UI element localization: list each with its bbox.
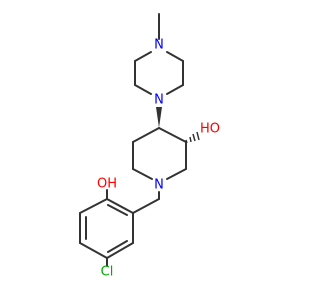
- bond-bz-1: [106, 198, 134, 214]
- atom-hydroxyl-ring: HO: [200, 122, 220, 137]
- bond-pip-3: [166, 168, 187, 180]
- bond-bz-2: [79, 198, 108, 214]
- bond-pz-3: [134, 84, 152, 95]
- atom-chlorine: Cl: [101, 265, 114, 280]
- atom-n-piperidine: N: [154, 178, 164, 193]
- benzene-ring: [79, 198, 134, 259]
- bond-pip-1: [158, 127, 187, 143]
- bond-pz-4: [166, 84, 184, 95]
- bond-pip-4: [132, 168, 153, 180]
- wedge-bond-n-c4: [156, 107, 162, 128]
- bond-bz-inner-3: [107, 240, 128, 253]
- piperidine-ring: [132, 127, 187, 180]
- bond-pz-6: [166, 51, 184, 62]
- bond-bz-inner-1: [107, 204, 128, 216]
- atom-phenol-oh: OH: [97, 177, 117, 192]
- atom-n-piperazine-bottom: N: [154, 93, 164, 108]
- piperazine-ring: [134, 51, 184, 95]
- bond-pz-1: [134, 51, 152, 62]
- bond-ch2-ar: [132, 198, 160, 214]
- bond-bz-5: [106, 242, 134, 259]
- molecule-structure-diagram: N N N HO OH Cl: [79, 13, 220, 280]
- bond-pip-6: [132, 127, 160, 143]
- bond-bz-4: [79, 242, 108, 259]
- atom-n-piperazine-top: N: [154, 38, 164, 53]
- hash-bond-c3-oh: [185, 131, 200, 144]
